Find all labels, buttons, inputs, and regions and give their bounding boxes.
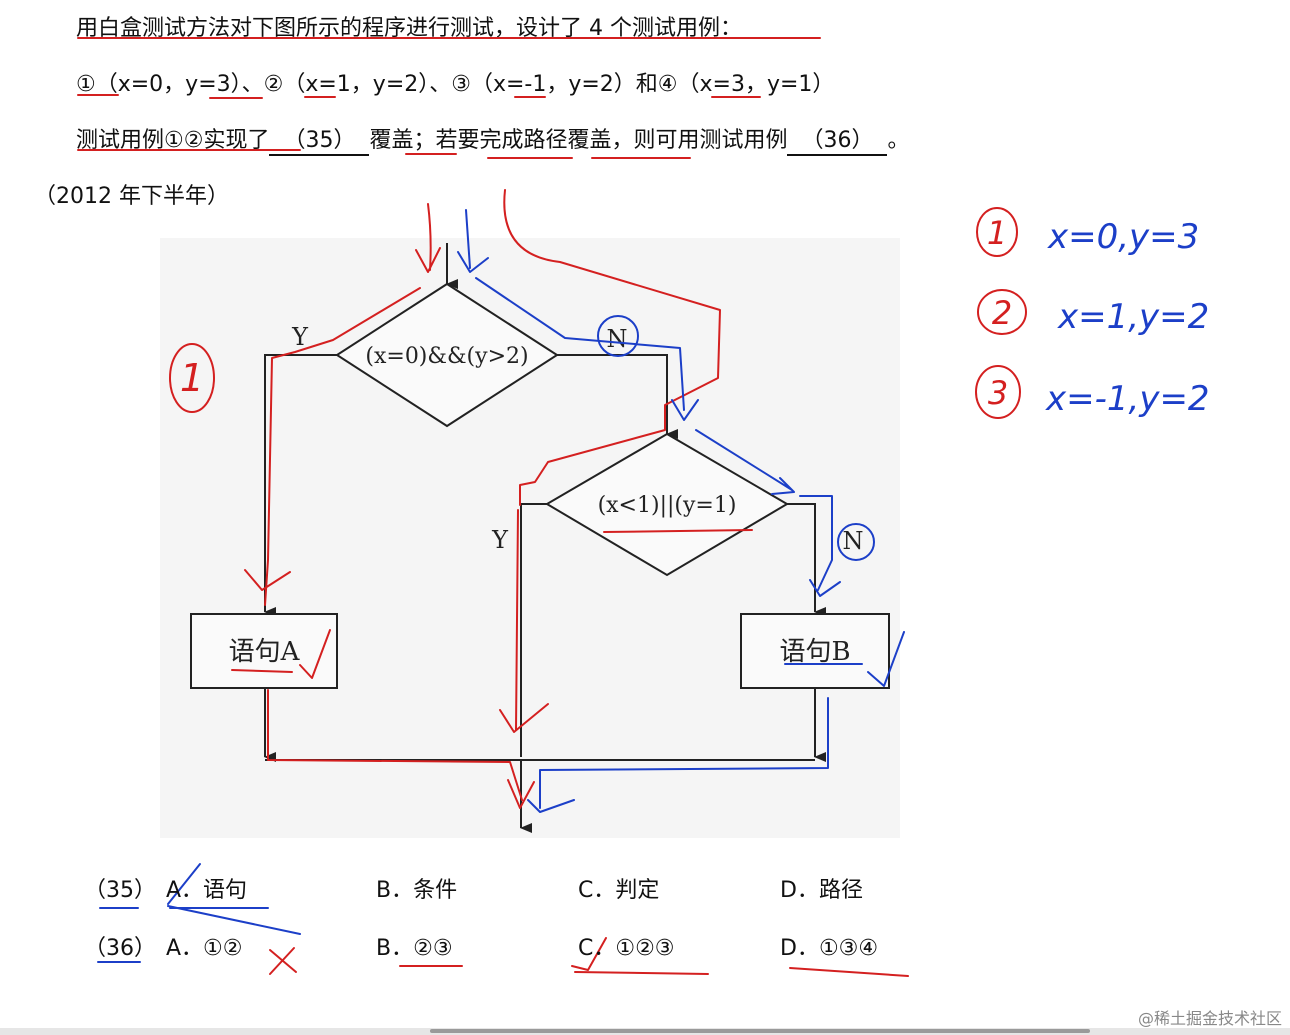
q35-option-c[interactable]: C．判定 — [578, 878, 660, 903]
q35-label: （35） — [84, 878, 156, 903]
question-line-3: 测试用例①②实现了（35）覆盖；若要完成路径覆盖，则可用测试用例（36）。 — [76, 122, 909, 156]
statement-b-label: 语句B — [779, 637, 850, 667]
no-1-line — [557, 354, 678, 439]
marker-1-text: 1 — [180, 356, 204, 400]
decision-2-diamond — [545, 432, 789, 577]
blank-35: （35） — [269, 122, 370, 156]
line3-pre: 测试用例①②实现了 — [76, 128, 270, 153]
note-2-text: x=1,y=2 — [1057, 297, 1209, 337]
q35-option-b[interactable]: B．条件 — [376, 878, 458, 903]
blank-36: （36） — [787, 122, 888, 156]
note-3-text: x=-1,y=2 — [1045, 379, 1210, 419]
note-2-num: 2 — [992, 294, 1012, 332]
note-1-text: x=0,y=3 — [1047, 217, 1199, 257]
no-1-label: N — [607, 325, 628, 353]
yes-1-label: Y — [291, 323, 309, 351]
q36-option-a[interactable]: A．①② — [166, 936, 243, 961]
marker-1-circle — [169, 343, 215, 413]
statement-a-label: 语句A — [229, 637, 301, 667]
decision-1-diamond — [335, 282, 559, 428]
note-3-num: 3 — [988, 374, 1008, 412]
q35-option-d[interactable]: D．路径 — [780, 878, 863, 903]
no-1-circle — [597, 315, 639, 357]
no-2-line — [787, 503, 826, 617]
condition-1-label: (x=0)&&(y>2) — [365, 344, 528, 369]
question-line-1: 用白盒测试方法对下图所示的程序进行测试，设计了 4 个测试用例： — [76, 16, 742, 41]
q35-option-a[interactable]: A．语句 — [166, 878, 248, 903]
q36-option-d[interactable]: D．①③④ — [780, 936, 879, 961]
condition-2-label: (x<1)||(y=1) — [598, 493, 737, 518]
yes-2-label: Y — [491, 526, 509, 554]
figure-background — [160, 238, 900, 838]
red-annotations — [77, 37, 1027, 977]
question-line-2: ①（x=0，y=3）、②（x=1，y=2）、③（x=-1，y=2）和④（x=3，… — [76, 72, 835, 97]
q36-label: （36） — [84, 936, 156, 961]
no-2-circle — [837, 523, 875, 561]
question-year: （2012 年下半年） — [34, 184, 229, 209]
note-1-num: 1 — [987, 214, 1007, 252]
watermark: @稀土掘金技术社区 — [1137, 1009, 1282, 1028]
scrollbar-thumb[interactable] — [430, 1029, 1090, 1033]
yes-1-line — [264, 354, 337, 617]
line3-mid: 覆盖；若要完成路径覆盖，则可用测试用例 — [369, 128, 788, 153]
blue-annotations — [97, 209, 905, 963]
q36-option-c[interactable]: C．①②③ — [578, 936, 675, 961]
q36-option-b[interactable]: B．②③ — [376, 936, 453, 961]
line3-end: 。 — [887, 128, 910, 153]
horizontal-scrollbar[interactable] — [0, 1028, 1290, 1035]
no-2-label: N — [843, 527, 864, 555]
